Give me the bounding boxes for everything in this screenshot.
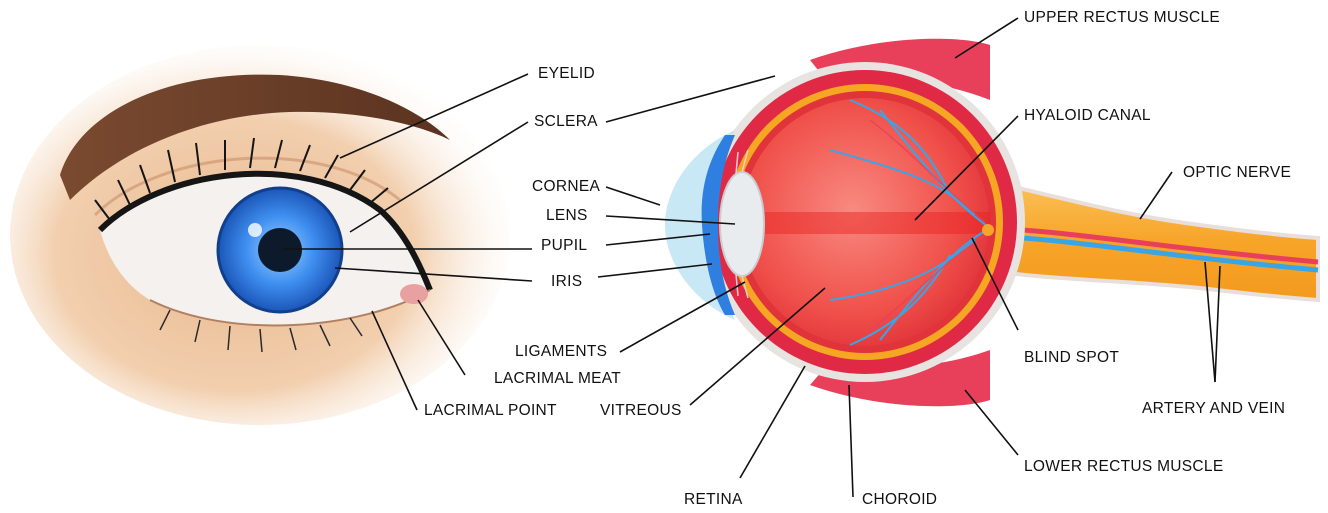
label-blind-spot: BLIND SPOT [1024, 349, 1119, 367]
external-eye [10, 45, 510, 425]
label-ligaments: LIGAMENTS [515, 343, 607, 361]
label-vitreous: VITREOUS [600, 402, 682, 420]
leader-ligaments [620, 282, 745, 352]
blind-spot-marker [982, 224, 994, 236]
label-lacrimal-point: LACRIMAL POINT [424, 402, 557, 420]
leader-lower-rectus [965, 390, 1018, 455]
label-cornea: CORNEA [532, 178, 600, 196]
label-eyelid: EYELID [538, 65, 595, 83]
leader-optic-nerve [1140, 172, 1172, 219]
label-retina: RETINA [684, 491, 743, 509]
hyaloid-canal [760, 212, 990, 234]
label-sclera: SCLERA [534, 113, 598, 131]
label-iris: IRIS [551, 273, 582, 291]
label-lens: LENS [546, 207, 588, 225]
eye-cross-section [665, 39, 1318, 406]
label-pupil: PUPIL [541, 237, 587, 255]
lacrimal-caruncle [400, 284, 428, 304]
leader-retina [740, 366, 805, 478]
label-lacrimal-meat: LACRIMAL MEAT [494, 370, 621, 388]
label-hyaloid-canal: HYALOID CANAL [1024, 107, 1151, 125]
label-lower-rectus-muscle: LOWER RECTUS MUSCLE [1024, 458, 1223, 476]
pupil-external [258, 228, 302, 272]
leader-cornea [606, 187, 660, 205]
label-upper-rectus-muscle: UPPER RECTUS MUSCLE [1024, 9, 1220, 27]
label-artery-and-vein: ARTERY AND VEIN [1142, 400, 1285, 418]
label-choroid: CHOROID [862, 491, 937, 509]
label-optic-nerve: OPTIC NERVE [1183, 164, 1291, 182]
leader-choroid [849, 385, 853, 497]
